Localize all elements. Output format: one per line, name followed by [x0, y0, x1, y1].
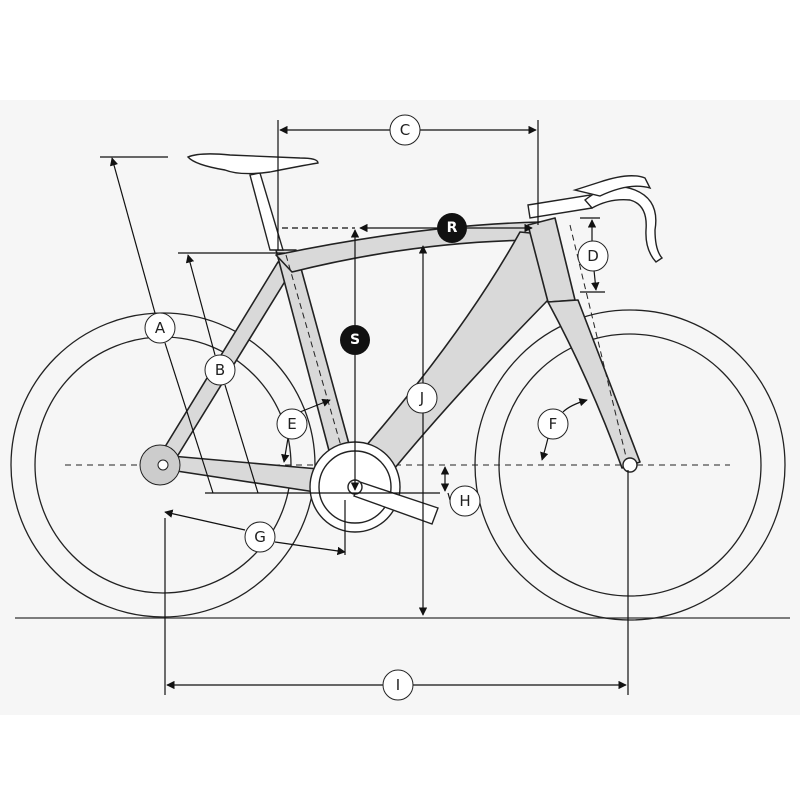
label-E: E: [276, 408, 308, 440]
rear-cassette: [139, 444, 181, 486]
svg-text:S: S: [350, 332, 360, 348]
svg-text:C: C: [400, 121, 410, 139]
label-B: B: [204, 354, 236, 386]
svg-text:D: D: [587, 247, 599, 265]
label-G: G: [244, 521, 276, 553]
label-R: R: [437, 213, 467, 243]
dimension-lines: [100, 120, 629, 695]
svg-text:B: B: [215, 361, 225, 379]
svg-text:I: I: [396, 676, 400, 694]
front-hub: [622, 457, 638, 473]
label-I: I: [382, 669, 414, 701]
svg-text:A: A: [155, 319, 166, 337]
label-S: S: [340, 325, 370, 355]
label-H: H: [449, 485, 481, 517]
label-J: J: [406, 382, 438, 414]
svg-text:E: E: [287, 415, 296, 433]
label-C: C: [389, 114, 421, 146]
svg-text:H: H: [459, 492, 470, 510]
svg-text:J: J: [419, 389, 424, 407]
label-F: F: [537, 408, 569, 440]
svg-text:R: R: [447, 220, 458, 236]
svg-text:G: G: [254, 528, 266, 546]
label-D: D: [577, 240, 609, 272]
saddle-seatpost: [186, 153, 319, 251]
steering-axis: [569, 224, 629, 466]
label-A: A: [144, 312, 176, 344]
svg-text:F: F: [549, 415, 558, 433]
seat-tube-axis: [285, 254, 346, 461]
handlebar-stem: [527, 175, 664, 263]
